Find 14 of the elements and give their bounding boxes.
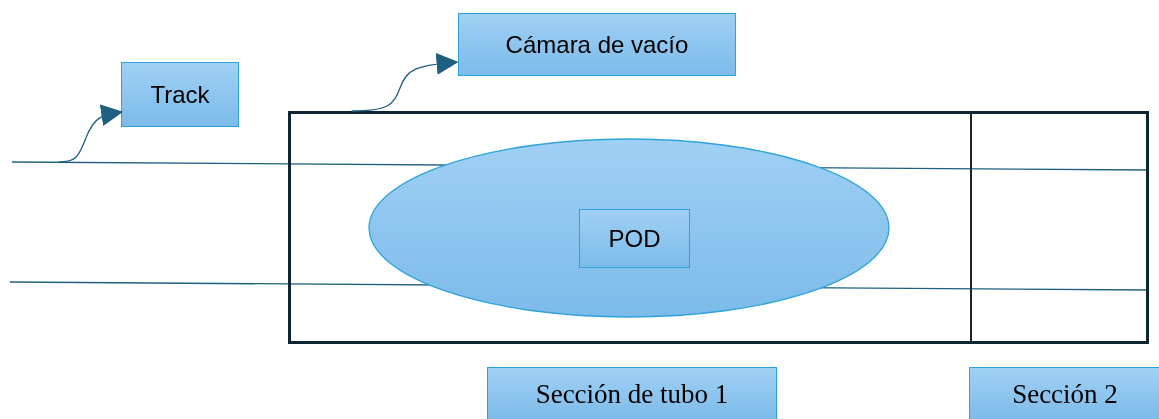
label-box xyxy=(579,209,690,268)
label-box xyxy=(121,62,239,127)
label-box xyxy=(487,367,777,419)
label-box xyxy=(458,13,736,76)
node-label: Track xyxy=(150,80,210,109)
node-label: Sección 2 xyxy=(1012,378,1118,410)
tube-outline xyxy=(288,111,1149,344)
pod-ellipse xyxy=(368,138,890,318)
node-label: Sección de tubo 1 xyxy=(535,378,729,410)
label-box xyxy=(969,367,1159,419)
curved-arrow xyxy=(57,104,124,163)
curved-arrow xyxy=(351,52,459,112)
node-label: Cámara de vacío xyxy=(505,30,689,59)
node-label: POD xyxy=(608,224,661,253)
